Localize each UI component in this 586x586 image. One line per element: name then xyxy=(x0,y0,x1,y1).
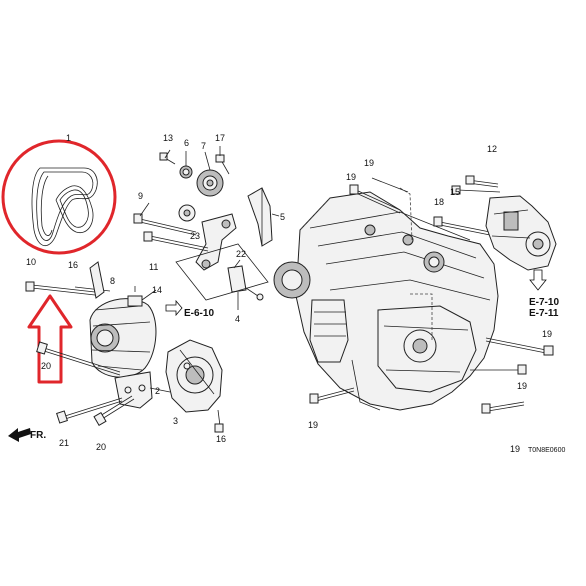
callout-11: 11 xyxy=(149,262,158,272)
callout-4: 4 xyxy=(235,314,240,324)
callout-1: 1 xyxy=(66,133,71,143)
callout-17: 17 xyxy=(215,133,225,143)
callout-13: 13 xyxy=(163,133,173,143)
callout-22: 22 xyxy=(236,249,246,259)
red-arrow-icon xyxy=(27,294,73,384)
callout-2: 2 xyxy=(155,386,160,396)
front-direction-arrow xyxy=(8,428,31,442)
callout-18: 18 xyxy=(434,197,444,207)
ref-arrow-icon-e710 xyxy=(529,269,547,291)
ref-e-7-11: E-7-11 xyxy=(529,308,559,319)
callout-19-left: 19 xyxy=(346,172,356,182)
callout-3: 3 xyxy=(173,416,178,426)
callout-6: 6 xyxy=(184,138,189,148)
callout-5: 5 xyxy=(280,212,285,222)
callout-20-bottom: 20 xyxy=(96,442,106,452)
ref-e-7-10: E-7-10 xyxy=(529,297,559,308)
engine-bolts xyxy=(309,175,554,414)
callout-19-bottom-left: 19 xyxy=(308,420,318,430)
callout-8: 8 xyxy=(110,276,115,286)
callout-19-mid: 19 xyxy=(517,381,527,391)
callout-16-bottom: 16 xyxy=(216,434,226,444)
diagram-code: T0N8E0600 xyxy=(528,447,565,454)
callout-19-right: 19 xyxy=(542,329,552,339)
callout-10: 10 xyxy=(26,257,36,267)
ref-e-6-10: E-6-10 xyxy=(184,308,214,319)
callout-16-top: 16 xyxy=(68,260,78,270)
callout-labels: 1 2 3 4 5 6 7 8 9 10 11 12 13 14 15 16 1… xyxy=(26,133,552,454)
alternator-bracket xyxy=(114,371,171,409)
callout-21: 21 xyxy=(59,438,69,448)
callout-7: 7 xyxy=(201,141,206,151)
engine-block xyxy=(273,187,499,411)
callout-20-left: 20 xyxy=(41,361,51,371)
timing-cover xyxy=(165,339,224,433)
callout-23: 23 xyxy=(190,231,200,241)
front-label: FR. xyxy=(30,430,46,441)
belt-highlight-circle xyxy=(1,139,117,255)
callout-9: 9 xyxy=(138,191,143,201)
alternator xyxy=(89,286,157,378)
starter-motor xyxy=(485,195,557,271)
bolts-left xyxy=(25,261,135,427)
callout-19-top: 19 xyxy=(364,158,374,168)
callout-12: 12 xyxy=(487,144,497,154)
ref-arrow-icon-e610 xyxy=(165,299,183,317)
drive-belt xyxy=(31,167,98,247)
callout-19-bottom-right: 19 xyxy=(510,444,520,454)
tensioner-assembly xyxy=(133,146,280,310)
callout-14: 14 xyxy=(152,285,162,295)
callout-15: 15 xyxy=(450,187,460,197)
